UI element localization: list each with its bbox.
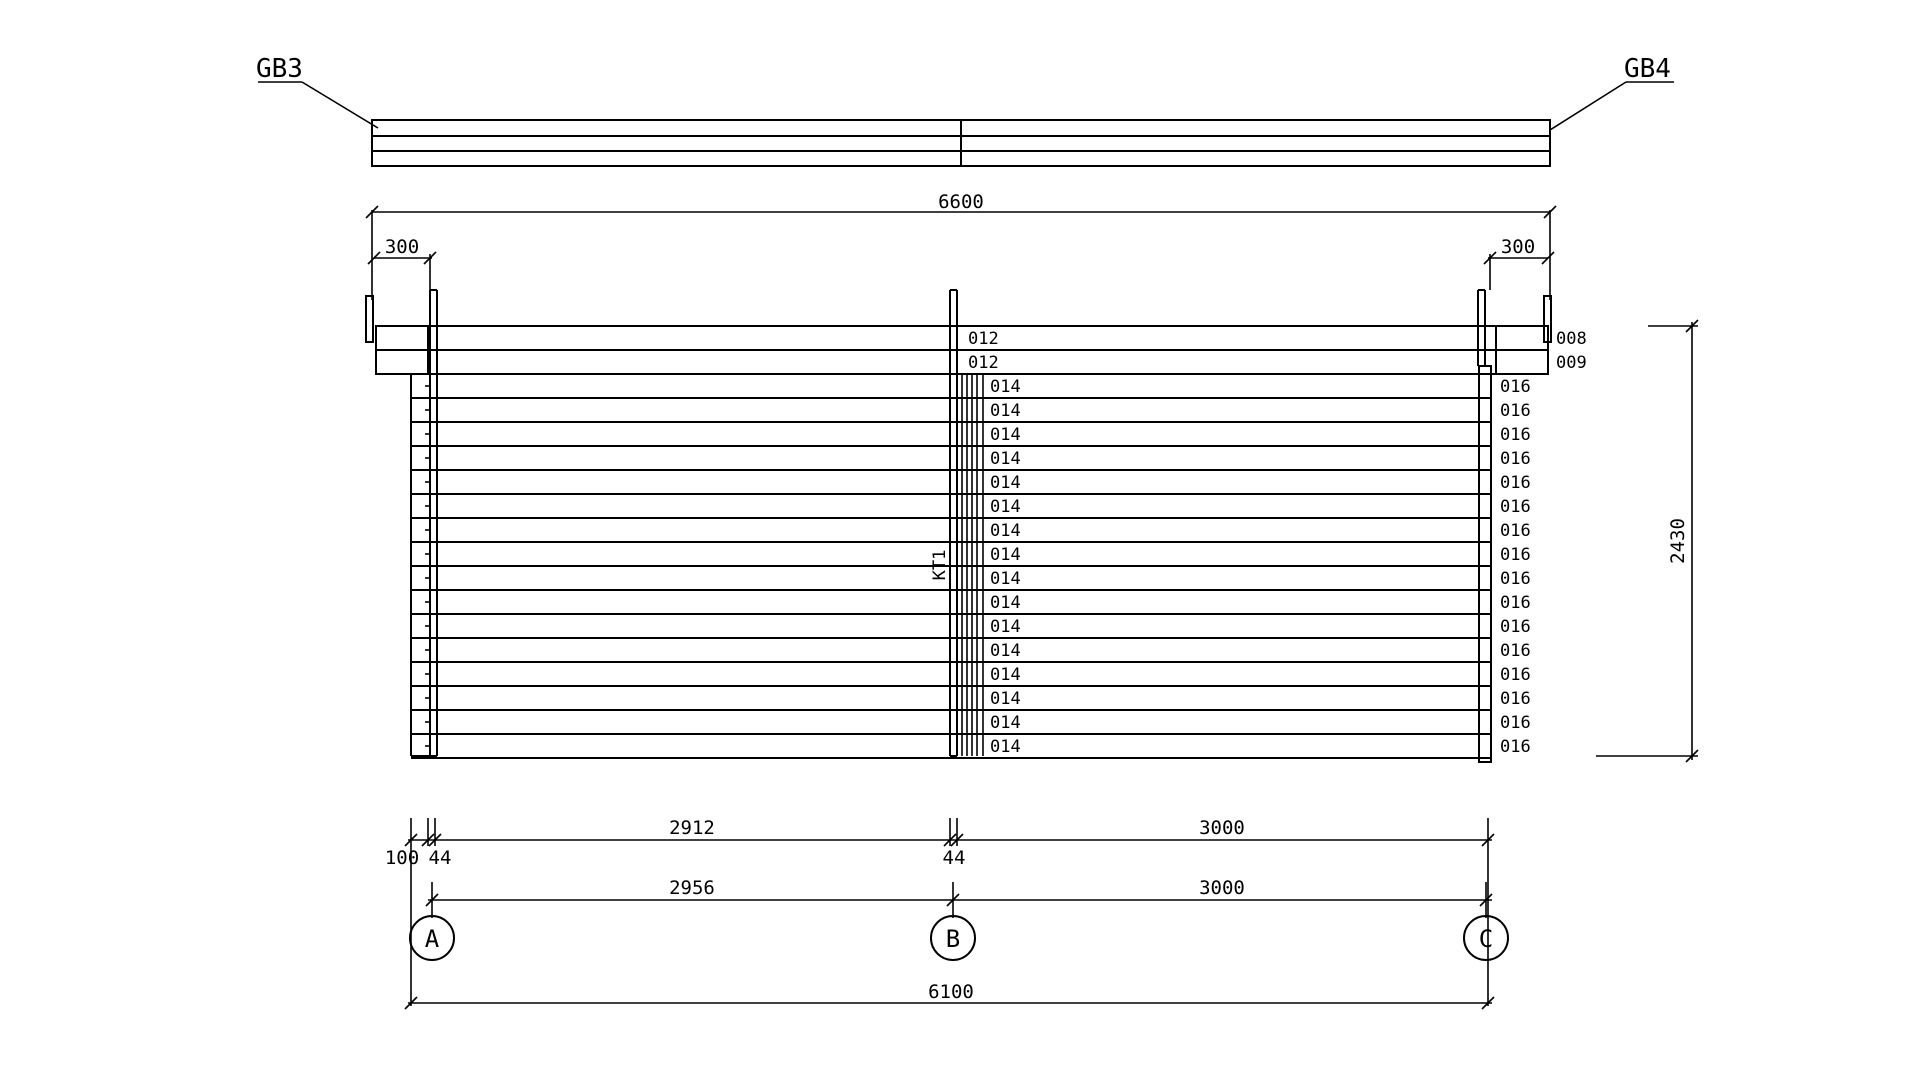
grid-axis-b: B xyxy=(946,925,960,953)
dim-overall-top: 6600 xyxy=(938,191,984,213)
log-label-middle: 012 xyxy=(968,329,999,349)
dim-span-right-upper: 3000 xyxy=(1199,817,1245,839)
log-label-middle: 014 xyxy=(990,449,1021,469)
log-label-right: 016 xyxy=(1500,617,1531,637)
dim-height: 2430 xyxy=(1667,518,1689,564)
log-label-right: 016 xyxy=(1500,713,1531,733)
log-label-right: 016 xyxy=(1500,497,1531,517)
log-label-middle: 014 xyxy=(990,521,1021,541)
log-label-right: 016 xyxy=(1500,737,1531,757)
log-label-middle: 014 xyxy=(990,401,1021,421)
log-label-middle: 014 xyxy=(990,545,1021,565)
log-label-right: 016 xyxy=(1500,401,1531,421)
height-dimension: 2430 xyxy=(1596,319,1699,763)
right-column xyxy=(1478,365,1492,763)
grid-axes: A B C xyxy=(409,915,1509,961)
log-label-middle: 014 xyxy=(990,641,1021,661)
log-label-middle: 014 xyxy=(990,689,1021,709)
grid-axis-a: A xyxy=(425,925,440,953)
log-label-middle: 014 xyxy=(990,737,1021,757)
log-label-right: 016 xyxy=(1500,425,1531,445)
log-label-middle: 014 xyxy=(990,497,1021,517)
log-label-right: 016 xyxy=(1500,521,1531,541)
leader-line-left xyxy=(301,81,379,129)
end-cap-left xyxy=(365,295,374,343)
log-label-middle: 014 xyxy=(990,425,1021,445)
log-label-middle: 014 xyxy=(990,473,1021,493)
leader-line-right xyxy=(1549,81,1627,131)
log-label-right: 016 xyxy=(1500,449,1531,469)
log-label-middle: 014 xyxy=(990,713,1021,733)
log-label-end: 009 xyxy=(1556,353,1587,373)
log-label-end: 008 xyxy=(1556,329,1587,349)
beam-tag-right: GB4 xyxy=(1624,54,1671,84)
log-label-right: 016 xyxy=(1500,689,1531,709)
log-label-right: 016 xyxy=(1500,545,1531,565)
log-label-middle: 014 xyxy=(990,593,1021,613)
log-label-right: 016 xyxy=(1500,593,1531,613)
top-dimensions: 6600 300 300 xyxy=(365,191,1557,300)
grid-axis-c: C xyxy=(1479,925,1493,953)
log-label-middle: 014 xyxy=(990,665,1021,685)
bottom-dimensions: 2912 3000 100 44 44 2956 3000 6100 xyxy=(385,817,1495,1010)
beam-plan: GB3 GB4 xyxy=(256,54,1674,167)
log-label-middle: 012 xyxy=(968,353,999,373)
log-label-middle: 014 xyxy=(990,569,1021,589)
dim-span-right-lower: 3000 xyxy=(1199,877,1245,899)
log-label-right: 016 xyxy=(1500,569,1531,589)
dim-gap-mid: 44 xyxy=(943,847,966,869)
grid-bubble-c xyxy=(1463,915,1509,961)
dim-left-end: 300 xyxy=(385,236,419,258)
log-label-right: 016 xyxy=(1500,665,1531,685)
dim-span-left-lower: 2956 xyxy=(669,877,715,899)
grid-bubble-a xyxy=(409,915,455,961)
dim-offset-left: 100 xyxy=(385,847,419,869)
beam-tag-left: GB3 xyxy=(256,54,303,84)
log-label-middle: 014 xyxy=(990,377,1021,397)
dim-overall-bottom: 6100 xyxy=(928,981,974,1003)
log-label-right: 016 xyxy=(1500,473,1531,493)
grid-bubble-b xyxy=(930,915,976,961)
dim-right-end: 300 xyxy=(1501,236,1535,258)
log-label-right: 016 xyxy=(1500,377,1531,397)
log-label-middle: 014 xyxy=(990,617,1021,637)
dim-span-left-upper: 2912 xyxy=(669,817,715,839)
log-label-right: 016 xyxy=(1500,641,1531,661)
dim-gap-left: 44 xyxy=(429,847,452,869)
wall-elevation: KT1 012012014014014014014014014014014014… xyxy=(365,289,1587,763)
end-cap-right xyxy=(1543,295,1552,343)
